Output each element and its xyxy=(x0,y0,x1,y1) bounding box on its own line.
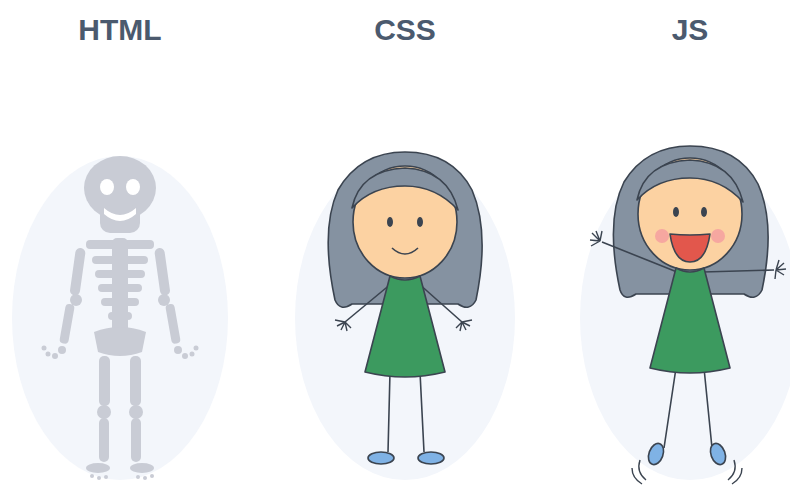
skeleton-figure xyxy=(42,156,199,480)
backdrop-oval xyxy=(295,156,515,480)
styled-girl xyxy=(328,152,482,464)
backdrop-oval xyxy=(12,156,228,480)
column-heading: JS xyxy=(672,13,709,47)
column-heading: CSS xyxy=(374,13,436,47)
column-heading: HTML xyxy=(78,13,161,47)
animated-girl xyxy=(590,146,786,484)
